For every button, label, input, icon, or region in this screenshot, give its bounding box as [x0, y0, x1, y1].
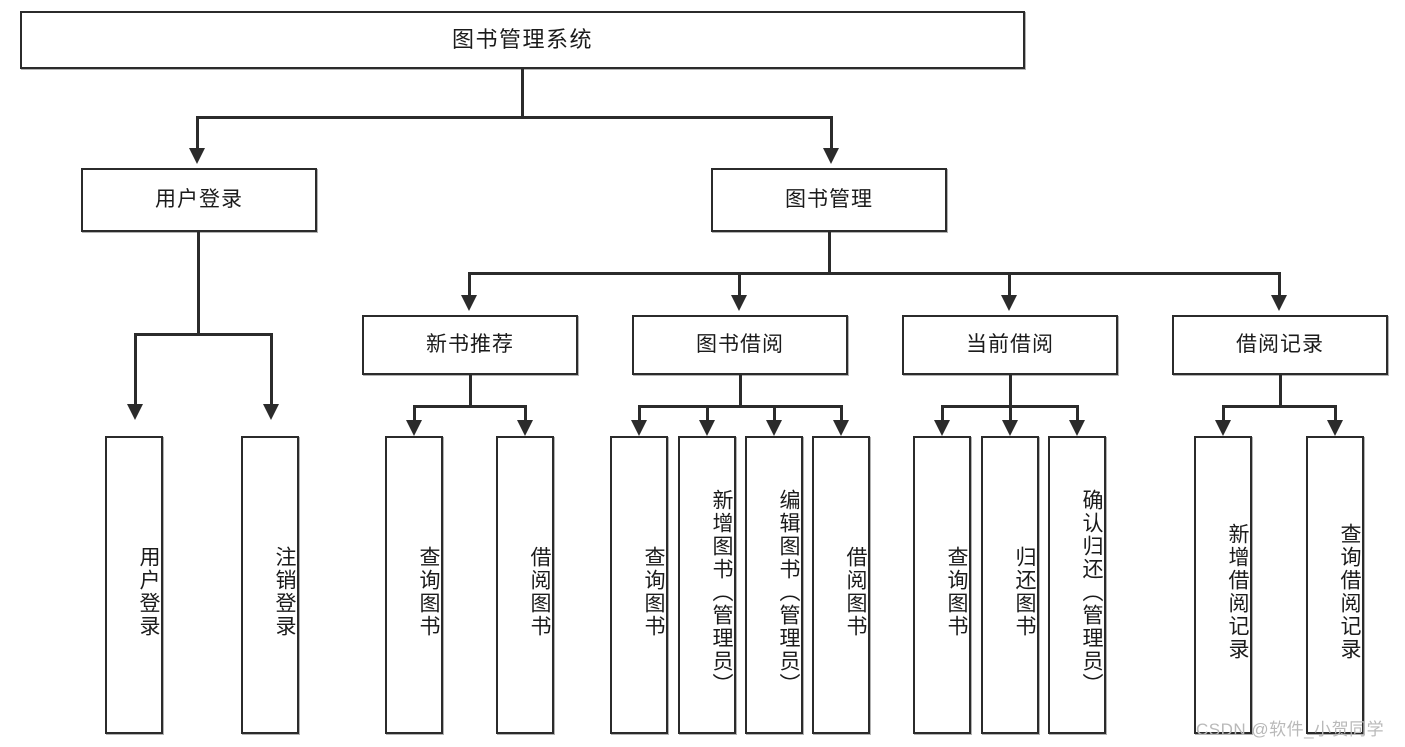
node-label: 用户登录 [155, 188, 243, 212]
edge-user-login-stem [197, 232, 200, 335]
edge-user-login-bar [134, 333, 273, 336]
arrowhead-leaf-borrow-book-1 [517, 420, 533, 436]
leaf-add-book[interactable]: 新增图书（管理员） [678, 436, 736, 734]
leaf-borrow-book-recommend[interactable]: 借阅图书 [496, 436, 554, 734]
edge-book-manage-bar [468, 272, 1280, 275]
edge-new-book-stem [469, 375, 472, 407]
leaf-label: 新增借阅记录 [1226, 523, 1249, 661]
node-label: 图书管理系统 [451, 26, 593, 52]
node-borrow-record[interactable]: 借阅记录 [1172, 315, 1388, 375]
node-user-login[interactable]: 用户登录 [81, 168, 317, 232]
node-label: 新书推荐 [426, 333, 514, 357]
arrowhead-book-manage [823, 148, 839, 164]
node-label: 图书借阅 [696, 333, 784, 357]
node-book-management[interactable]: 图书管理 [711, 168, 947, 232]
edge-current-borrow-child-3 [1076, 405, 1079, 423]
leaf-edit-book[interactable]: 编辑图书（管理员） [745, 436, 803, 734]
edge-to-new-book [468, 272, 471, 297]
edge-root-bar [196, 116, 833, 119]
leaf-logout[interactable]: 注销登录 [241, 436, 299, 734]
edge-user-login-child-2 [270, 333, 273, 406]
watermark-csdn: CSDN @软件_小贺同学 [1196, 720, 1385, 739]
edge-to-book-manage [830, 116, 833, 150]
arrowhead-borrow-record [1271, 295, 1287, 311]
arrowhead-leaf-query-book-3 [934, 420, 950, 436]
edge-to-user-login [196, 116, 199, 150]
arrowhead-leaf-borrow-book-2 [833, 420, 849, 436]
edge-current-borrow-child-2 [1009, 405, 1012, 423]
edge-book-borrow-bar [638, 405, 842, 408]
edge-new-book-child-2 [524, 405, 527, 423]
arrowhead-leaf-query-record [1327, 420, 1343, 436]
leaf-label: 借阅图书 [844, 546, 867, 638]
edge-book-borrow-child-4 [840, 405, 843, 423]
leaf-query-book-borrow[interactable]: 查询图书 [610, 436, 668, 734]
node-label: 借阅记录 [1236, 333, 1324, 357]
edge-borrow-record-stem [1279, 375, 1282, 407]
edge-to-book-borrow [738, 272, 741, 297]
leaf-label: 查询借阅记录 [1338, 523, 1361, 661]
arrowhead-leaf-add-book [699, 420, 715, 436]
leaf-label: 注销登录 [273, 546, 296, 638]
edge-new-book-child-1 [413, 405, 416, 423]
leaf-label: 用户登录 [137, 546, 160, 638]
leaf-return-book[interactable]: 归还图书 [981, 436, 1039, 734]
arrowhead-leaf-query-book-1 [406, 420, 422, 436]
arrowhead-new-book [461, 295, 477, 311]
edge-book-borrow-stem [739, 375, 742, 407]
leaf-label: 查询图书 [945, 546, 968, 638]
arrowhead-user-login [189, 148, 205, 164]
arrowhead-leaf-confirm-return [1069, 420, 1085, 436]
leaf-add-borrow-record[interactable]: 新增借阅记录 [1194, 436, 1252, 734]
leaf-label: 查询图书 [642, 546, 665, 638]
edge-new-book-bar [413, 405, 527, 408]
edge-borrow-record-child-1 [1222, 405, 1225, 423]
edge-borrow-record-bar [1222, 405, 1337, 408]
arrowhead-current-borrow [1001, 295, 1017, 311]
edge-book-borrow-child-1 [638, 405, 641, 423]
arrowhead-leaf-user-login [127, 404, 143, 420]
leaf-borrow-book[interactable]: 借阅图书 [812, 436, 870, 734]
leaf-user-login[interactable]: 用户登录 [105, 436, 163, 734]
leaf-confirm-return[interactable]: 确认归还（管理员） [1048, 436, 1106, 734]
leaf-label: 归还图书 [1013, 546, 1036, 638]
arrowhead-leaf-query-book-2 [631, 420, 647, 436]
leaf-label: 编辑图书（管理员） [777, 488, 800, 696]
node-book-borrow[interactable]: 图书借阅 [632, 315, 848, 375]
leaf-label: 确认归还（管理员） [1080, 488, 1103, 696]
leaf-query-book-current[interactable]: 查询图书 [913, 436, 971, 734]
leaf-query-borrow-record[interactable]: 查询借阅记录 [1306, 436, 1364, 734]
arrowhead-leaf-edit-book [766, 420, 782, 436]
leaf-query-book-recommend[interactable]: 查询图书 [385, 436, 443, 734]
leaf-label: 借阅图书 [528, 546, 551, 638]
edge-root-stem [521, 69, 524, 118]
node-label: 图书管理 [785, 188, 873, 212]
edge-to-borrow-record [1278, 272, 1281, 297]
edge-to-current-borrow [1008, 272, 1011, 297]
arrowhead-leaf-add-record [1215, 420, 1231, 436]
edge-user-login-child-1 [134, 333, 137, 406]
edge-book-borrow-child-2 [706, 405, 709, 423]
leaf-label: 新增图书（管理员） [710, 488, 733, 696]
edge-current-borrow-stem [1009, 375, 1012, 407]
edge-book-borrow-child-3 [773, 405, 776, 423]
edge-borrow-record-child-2 [1334, 405, 1337, 423]
node-new-book-recommend[interactable]: 新书推荐 [362, 315, 578, 375]
edge-book-manage-stem [828, 232, 831, 274]
arrowhead-leaf-logout [263, 404, 279, 420]
edge-current-borrow-child-1 [941, 405, 944, 423]
arrowhead-book-borrow [731, 295, 747, 311]
arrowhead-leaf-return-book [1002, 420, 1018, 436]
node-current-borrow[interactable]: 当前借阅 [902, 315, 1118, 375]
node-label: 当前借阅 [966, 333, 1054, 357]
node-root-system[interactable]: 图书管理系统 [20, 11, 1025, 69]
leaf-label: 查询图书 [417, 546, 440, 638]
